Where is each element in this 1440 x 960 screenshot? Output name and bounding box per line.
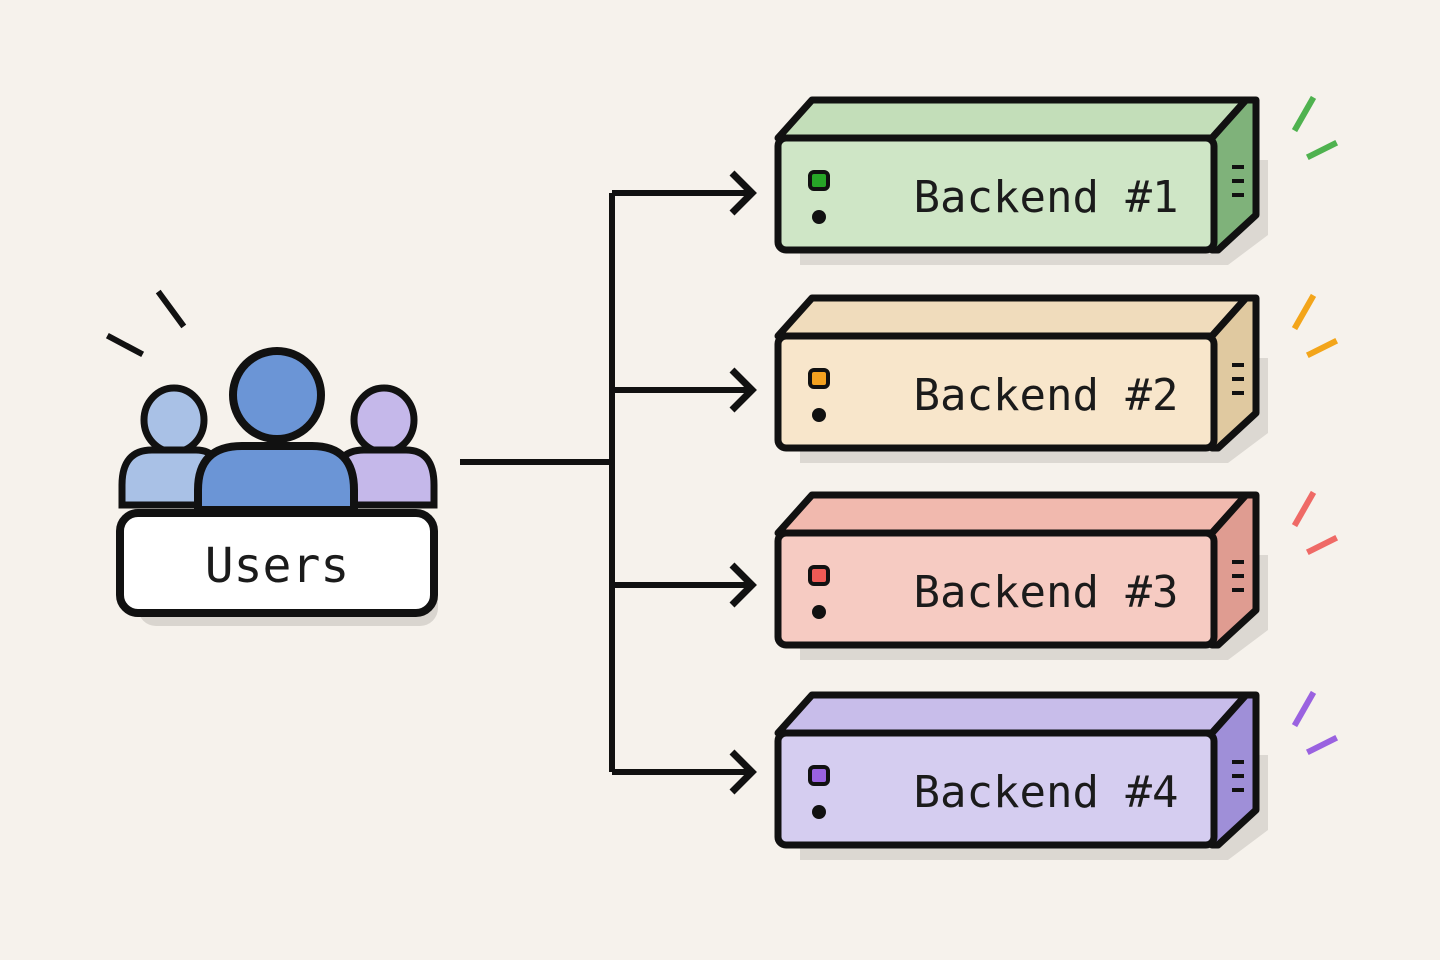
server-front-3: [774, 529, 1218, 649]
arrowhead-4: [729, 749, 757, 795]
server-vent-1-1: [1232, 165, 1244, 169]
backend-label-3: Backend #3: [914, 567, 1179, 618]
server-vent-1-3: [1232, 193, 1244, 197]
server-front-2: [774, 332, 1218, 452]
power-dot-icon-3: [812, 605, 826, 619]
server-top-1: [774, 96, 1250, 142]
right-user-icon: [330, 384, 438, 509]
status-led-icon-3: [808, 565, 830, 586]
server-vent-4-2: [1232, 774, 1244, 778]
backend-server-4: Backend #4: [774, 690, 1339, 860]
status-led-icon-4: [808, 765, 830, 786]
status-led-icon-1: [808, 170, 830, 191]
server-front-1: [774, 134, 1218, 254]
arrowhead-3: [729, 562, 757, 608]
connector-arrowheads: [729, 170, 757, 795]
sparkle-icon-2: [1291, 293, 1339, 359]
sparkle-icon-3: [1291, 490, 1339, 556]
connector-lines: [460, 190, 748, 775]
status-led-icon-2: [808, 368, 830, 389]
server-vent-2-2: [1232, 377, 1244, 381]
arrowhead-2: [729, 367, 757, 413]
attention-marks: [105, 289, 187, 358]
server-vent-3-2: [1232, 574, 1244, 578]
users-label-box: Users: [116, 509, 438, 626]
backend-server-2: Backend #2: [774, 293, 1339, 463]
server-vent-1-2: [1232, 179, 1244, 183]
server-vent-4-3: [1232, 788, 1244, 792]
arrowhead-1: [729, 170, 757, 216]
users-group: Users: [105, 289, 438, 626]
server-vent-3-3: [1232, 588, 1244, 592]
server-vent-2-1: [1232, 363, 1244, 367]
backend-label-2: Backend #2: [914, 370, 1179, 421]
power-dot-icon-4: [812, 805, 826, 819]
backend-server-3: Backend #3: [774, 490, 1339, 660]
center-user-icon: [194, 347, 358, 514]
backend-label-1: Backend #1: [914, 172, 1179, 223]
server-front-4: [774, 729, 1218, 849]
server-top-3: [774, 491, 1250, 537]
backend-server-1: Backend #1: [774, 95, 1339, 265]
power-dot-icon-1: [812, 210, 826, 224]
sparkle-icon-4: [1291, 690, 1339, 756]
server-top-2: [774, 294, 1250, 340]
server-vent-2-3: [1232, 391, 1244, 395]
power-dot-icon-2: [812, 408, 826, 422]
users-label: Users: [205, 538, 350, 594]
server-vent-3-1: [1232, 560, 1244, 564]
backend-label-4: Backend #4: [914, 767, 1179, 818]
server-vent-4-1: [1232, 760, 1244, 764]
sparkle-icon-1: [1291, 95, 1339, 161]
server-top-4: [774, 691, 1250, 737]
